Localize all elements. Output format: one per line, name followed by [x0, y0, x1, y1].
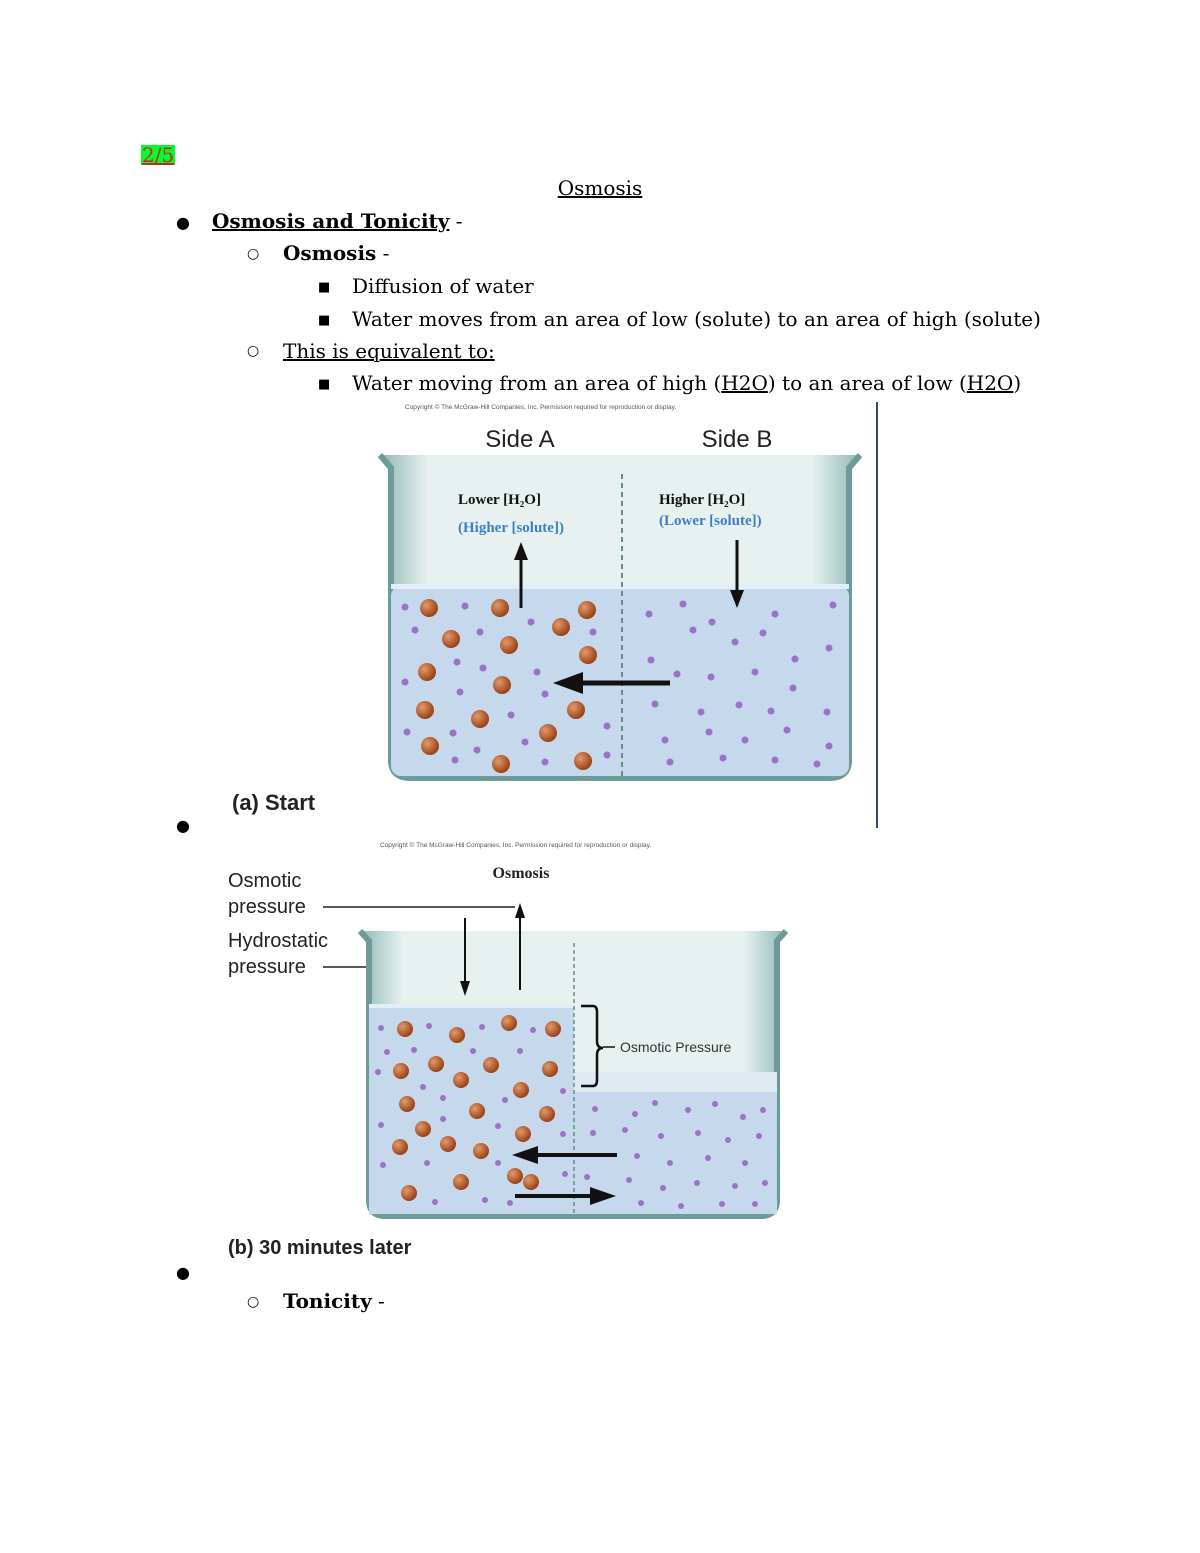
h2o-term: H2O: [721, 371, 768, 395]
figure-start: Copyright © The McGraw-Hill Companies, I…: [232, 402, 878, 828]
figure-title: Osmosis: [493, 865, 550, 882]
bullet-icon: ●: [176, 213, 190, 232]
arrow-down-head: [730, 590, 744, 608]
side-b-h2o: Higher [H₂O]: [659, 492, 745, 508]
osmotic-label: pressure: [228, 896, 306, 918]
caption-start: (a) Start: [232, 790, 316, 815]
bullet-icon: ●: [176, 1263, 190, 1282]
circle-bullet-icon: ○: [247, 343, 260, 359]
outline-point: Diffusion of water: [352, 274, 534, 298]
osmotic-label: Osmotic: [228, 870, 301, 892]
hydrostatic-label: pressure: [228, 956, 306, 978]
arrow-left-head: [553, 672, 583, 694]
outline-item-osmosis: Osmosis -: [283, 243, 389, 263]
date-label: 2/5: [141, 143, 176, 167]
circle-bullet-icon: ○: [247, 246, 260, 262]
copyright-note: Copyright © The McGraw-Hill Companies, I…: [405, 403, 676, 411]
heading-equivalent: This is equivalent to:: [283, 339, 495, 363]
large-solutes: [392, 1015, 561, 1201]
side-a-solute: (Higher [solute]): [458, 520, 564, 536]
bullet-icon: ●: [176, 816, 190, 835]
bracket: [581, 1004, 604, 1088]
arrow-up-head: [515, 903, 525, 918]
heading-osmosis-tonicity: Osmosis and Tonicity: [212, 209, 450, 233]
caption-30-minutes: (b) 30 minutes later: [228, 1237, 412, 1259]
hydrostatic-label: Hydrostatic: [228, 930, 328, 952]
small-solutes: [375, 1023, 768, 1209]
copyright-note: Copyright © The McGraw-Hill Companies, I…: [380, 841, 651, 849]
small-solutes: [401, 600, 837, 768]
side-a-label: Side A: [485, 426, 554, 453]
circle-bullet-icon: ○: [247, 1294, 260, 1310]
water-surface: [369, 1004, 574, 1008]
square-bullet-icon: ■: [318, 280, 331, 295]
arrow-up-head: [514, 542, 528, 560]
outline-point: Water moving from an area of high (H2O) …: [352, 371, 1022, 395]
point-text: to an area of low: [775, 371, 959, 395]
side-a-h2o: Lower [H₂O]: [458, 492, 541, 508]
osmotic-pressure-label: Osmotic Pressure: [620, 1039, 731, 1055]
h2o-term: H2O: [966, 371, 1014, 395]
side-b-solute: (Lower [solute]): [659, 513, 762, 529]
water-surface: [574, 1072, 777, 1092]
heading-tonicity: Tonicity: [283, 1289, 372, 1313]
point-text: Water moving from an area of high: [352, 371, 714, 395]
heading-suffix: -: [371, 1289, 385, 1313]
heading-suffix: -: [376, 241, 390, 265]
page-title: Osmosis: [557, 176, 643, 200]
arrow-right-head: [590, 1187, 616, 1205]
outline-item-osmosis-tonicity: Osmosis and Tonicity -: [212, 211, 463, 231]
figure-30-minutes: Copyright © The McGraw-Hill Companies, I…: [228, 841, 789, 1259]
outline-item-tonicity: Tonicity -: [283, 1291, 385, 1311]
square-bullet-icon: ■: [318, 313, 331, 328]
large-solutes: [416, 599, 597, 773]
arrow-left-head: [512, 1146, 538, 1164]
water-surface: [391, 584, 849, 589]
arrow-down-head: [460, 981, 470, 996]
side-b-label: Side B: [702, 426, 773, 453]
heading-osmosis: Osmosis: [283, 241, 377, 265]
square-bullet-icon: ■: [318, 377, 331, 392]
heading-suffix: -: [449, 209, 463, 233]
outline-point: Water moves from an area of low (solute)…: [352, 307, 1041, 331]
